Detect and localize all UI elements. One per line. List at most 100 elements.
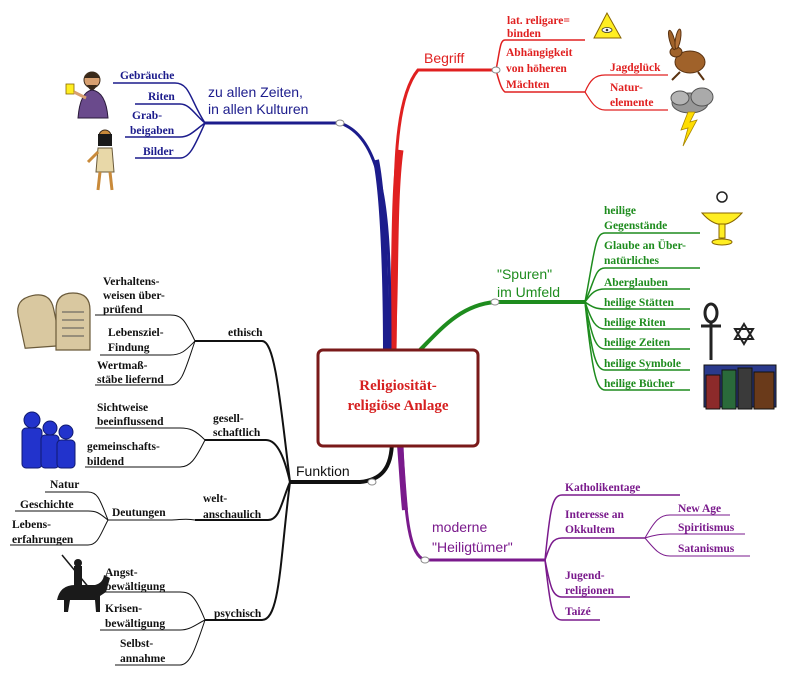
moderne-spiritismus: Spiritismus [678,522,735,534]
gesell-a-line2: beeinflussend [97,416,164,428]
begriff-sub-line-1 [584,74,668,93]
spuren-item-riten: heilige Riten [604,317,666,329]
zeiten-title-line1: zu allen Zeiten, [208,84,303,100]
junction-dots [335,66,501,564]
zeiten-line-1 [113,82,206,124]
chalice-icon [700,191,744,246]
zeiten-item-bilder: Bilder [143,146,174,158]
begriff-item2-line2: von höheren [506,63,567,75]
center-line-2: religiöse Anlage [348,398,449,414]
zeiten-line-3 [125,122,206,138]
psych-b-line2: bewältigung [105,618,165,630]
ethisch-c-line1: Wertmaß- [97,360,148,372]
welt-lebens-line1: Lebens- [12,519,51,531]
ethisch-a-line3: prüfend [103,304,143,316]
prophet-icon [65,71,109,119]
psych-label: psychisch [214,608,262,620]
ethisch-b-line2: Findung [108,342,150,354]
ethisch-label: ethisch [228,327,263,339]
gesell-label-line1: gesell- [213,413,244,425]
gesell-b-line1: gemeinschafts- [87,441,160,453]
begriff-item2-line3: Mächten [506,79,550,91]
branch-begriff [393,68,496,351]
zeiten-item-gebraeuche: Gebräuche [120,70,174,82]
center-node [316,348,480,448]
begriff-item2-line1: Abhängigkeit [506,47,573,59]
spuren-item1-line1: heilige [604,205,636,217]
center-line-1: Religiosität- [359,378,436,394]
welt-label-line1: welt- [203,493,227,505]
moderne-new-age: New Age [678,503,721,515]
psych-c-line2: annahme [120,653,165,665]
moderne-taize: Taizé [565,606,591,618]
welt-deutungen: Deutungen [112,507,166,519]
moderne-interesse-line2: Okkultem [565,524,615,536]
begriff-line-2 [495,69,585,93]
begriff-title: Begriff [424,50,464,66]
spuren-item-zeiten: heilige Zeiten [604,337,671,349]
begriff-sub2-line1: Natur- [610,82,643,94]
funktion-sub-lines [10,314,206,666]
triangle-eye-icon [593,11,622,39]
welt-geschichte: Geschichte [20,499,74,511]
ethisch-a-line1: Verhaltens- [103,276,160,288]
spuren-title-line1: "Spuren" [497,266,552,282]
ethisch-a-line2: weisen über- [103,290,165,302]
welt-label-line2: anschaulich [203,509,262,521]
moderne-satanismus: Satanismus [678,543,735,555]
gesell-a-line1: Sichtweise [97,402,148,414]
begriff-sub2-line2: elemente [610,97,653,109]
spuren-item2-line2: natürliches [604,255,659,267]
spuren-item-aberglauben: Aberglauben [604,277,669,289]
branch-begriff-thick [388,149,404,353]
psych-b-line1: Krisen- [105,603,142,615]
branch-funktion [290,439,394,484]
branch-zeiten-thick [373,159,389,355]
begriff-sub1: Jagdglück [610,62,661,74]
gesell-label-line2: schaftlich [213,427,261,439]
psych-a-line2: bewältigung [105,581,165,593]
spuren-item-buecher: heilige Bücher [604,378,675,390]
psych-c-line1: Selbst- [120,638,153,650]
moderne-katholikentage: Katholikentage [565,482,640,494]
moderne-jugend-line1: Jugend- [565,570,605,582]
branch-zeiten [205,121,392,353]
moderne-title-line2: "Heiligtümer" [432,539,513,555]
moderne-interesse-line1: Interesse an [565,509,624,521]
zeiten-line-2 [135,103,206,124]
branch-spuren [416,300,585,354]
funktion-title: Funktion [296,463,350,479]
zeiten-item-beigaben: beigaben [130,125,175,137]
begriff-line-1 [495,39,585,71]
horseman-icon [57,554,110,612]
tablets-icon [17,292,91,351]
hare-icon [667,28,706,81]
spuren-title-line2: im Umfeld [497,284,560,300]
moderne-jugend-line2: religionen [565,585,615,597]
books-icon [703,364,777,410]
egyptian-figure-icon [86,129,115,191]
moderne-title-line1: moderne [432,519,487,535]
zeiten-item-riten: Riten [148,91,175,103]
people-group-icon [21,411,76,469]
zeiten-title-line2: in allen Kulturen [208,101,308,117]
begriff-item1-line1: lat. religare= [507,15,570,27]
spuren-lines [584,232,700,391]
storm-cloud-icon [670,87,714,147]
star-of-david-icon [733,322,755,346]
spuren-item2-line1: Glaube an Über- [604,238,686,252]
branch-moderne-thick [397,444,408,511]
psych-a-line1: Angst- [105,567,138,579]
zeiten-line-4 [135,122,206,159]
begriff-item1-line2: binden [507,28,541,40]
moderne-sub-lines [644,514,750,557]
spuren-item-symbole: heilige Symbole [604,358,681,370]
ethisch-b-line1: Lebensziel- [108,327,164,339]
spuren-item-staetten: heilige Stätten [604,297,675,309]
spuren-item1-line2: Gegenstände [604,220,667,232]
moderne-lines [544,494,680,621]
gesell-b-line2: bildend [87,456,125,468]
ankh-icon [701,302,721,360]
